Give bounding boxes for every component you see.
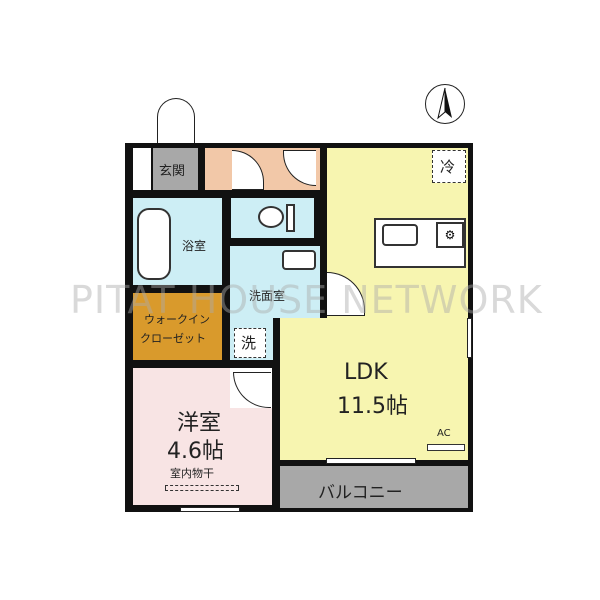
western-window (180, 507, 240, 512)
washroom-label: 洗面室 (249, 289, 286, 303)
ac-unit-icon (427, 444, 465, 451)
entrance-label: 玄関 (159, 164, 186, 179)
ldk-side-window (467, 318, 472, 358)
toilet-icon (258, 206, 284, 228)
walk-in-closet (133, 293, 222, 360)
ldk-label: LDK (344, 360, 388, 385)
sink-icon (382, 224, 418, 246)
western-size: 4.6帖 (167, 439, 224, 464)
entrance-door-swing (157, 98, 195, 143)
closet-label-1: ウォークイン (144, 313, 210, 326)
left-strip (133, 148, 151, 190)
western-label: 洋室 (177, 411, 222, 436)
washer-space (234, 328, 266, 358)
indoor-drying-label: 室内物干 (170, 467, 214, 480)
ldk-lower (280, 318, 340, 460)
balcony-window (326, 458, 416, 464)
entrance-area (153, 148, 198, 190)
balcony-label: バルコニー (318, 483, 403, 503)
watermark: PITAT HOUSE NETWORK (70, 278, 543, 322)
fridge-space (432, 150, 466, 183)
stove-icon: ⚙ (436, 222, 464, 248)
north-arrow-icon (425, 84, 465, 124)
ldk-size: 11.5帖 (337, 394, 408, 419)
bath-label: 浴室 (182, 239, 207, 253)
bathtub-icon (137, 208, 171, 280)
wash-basin-icon (282, 250, 316, 270)
kitchen-counter (374, 218, 466, 268)
drying-rail-icon (165, 485, 239, 491)
washer-label: 洗 (241, 334, 257, 352)
closet-label-2: クローゼット (140, 332, 206, 345)
toilet-tank (286, 204, 295, 232)
ac-label: AC (437, 428, 451, 439)
fridge-label: 冷 (440, 158, 456, 176)
balcony (280, 466, 468, 508)
